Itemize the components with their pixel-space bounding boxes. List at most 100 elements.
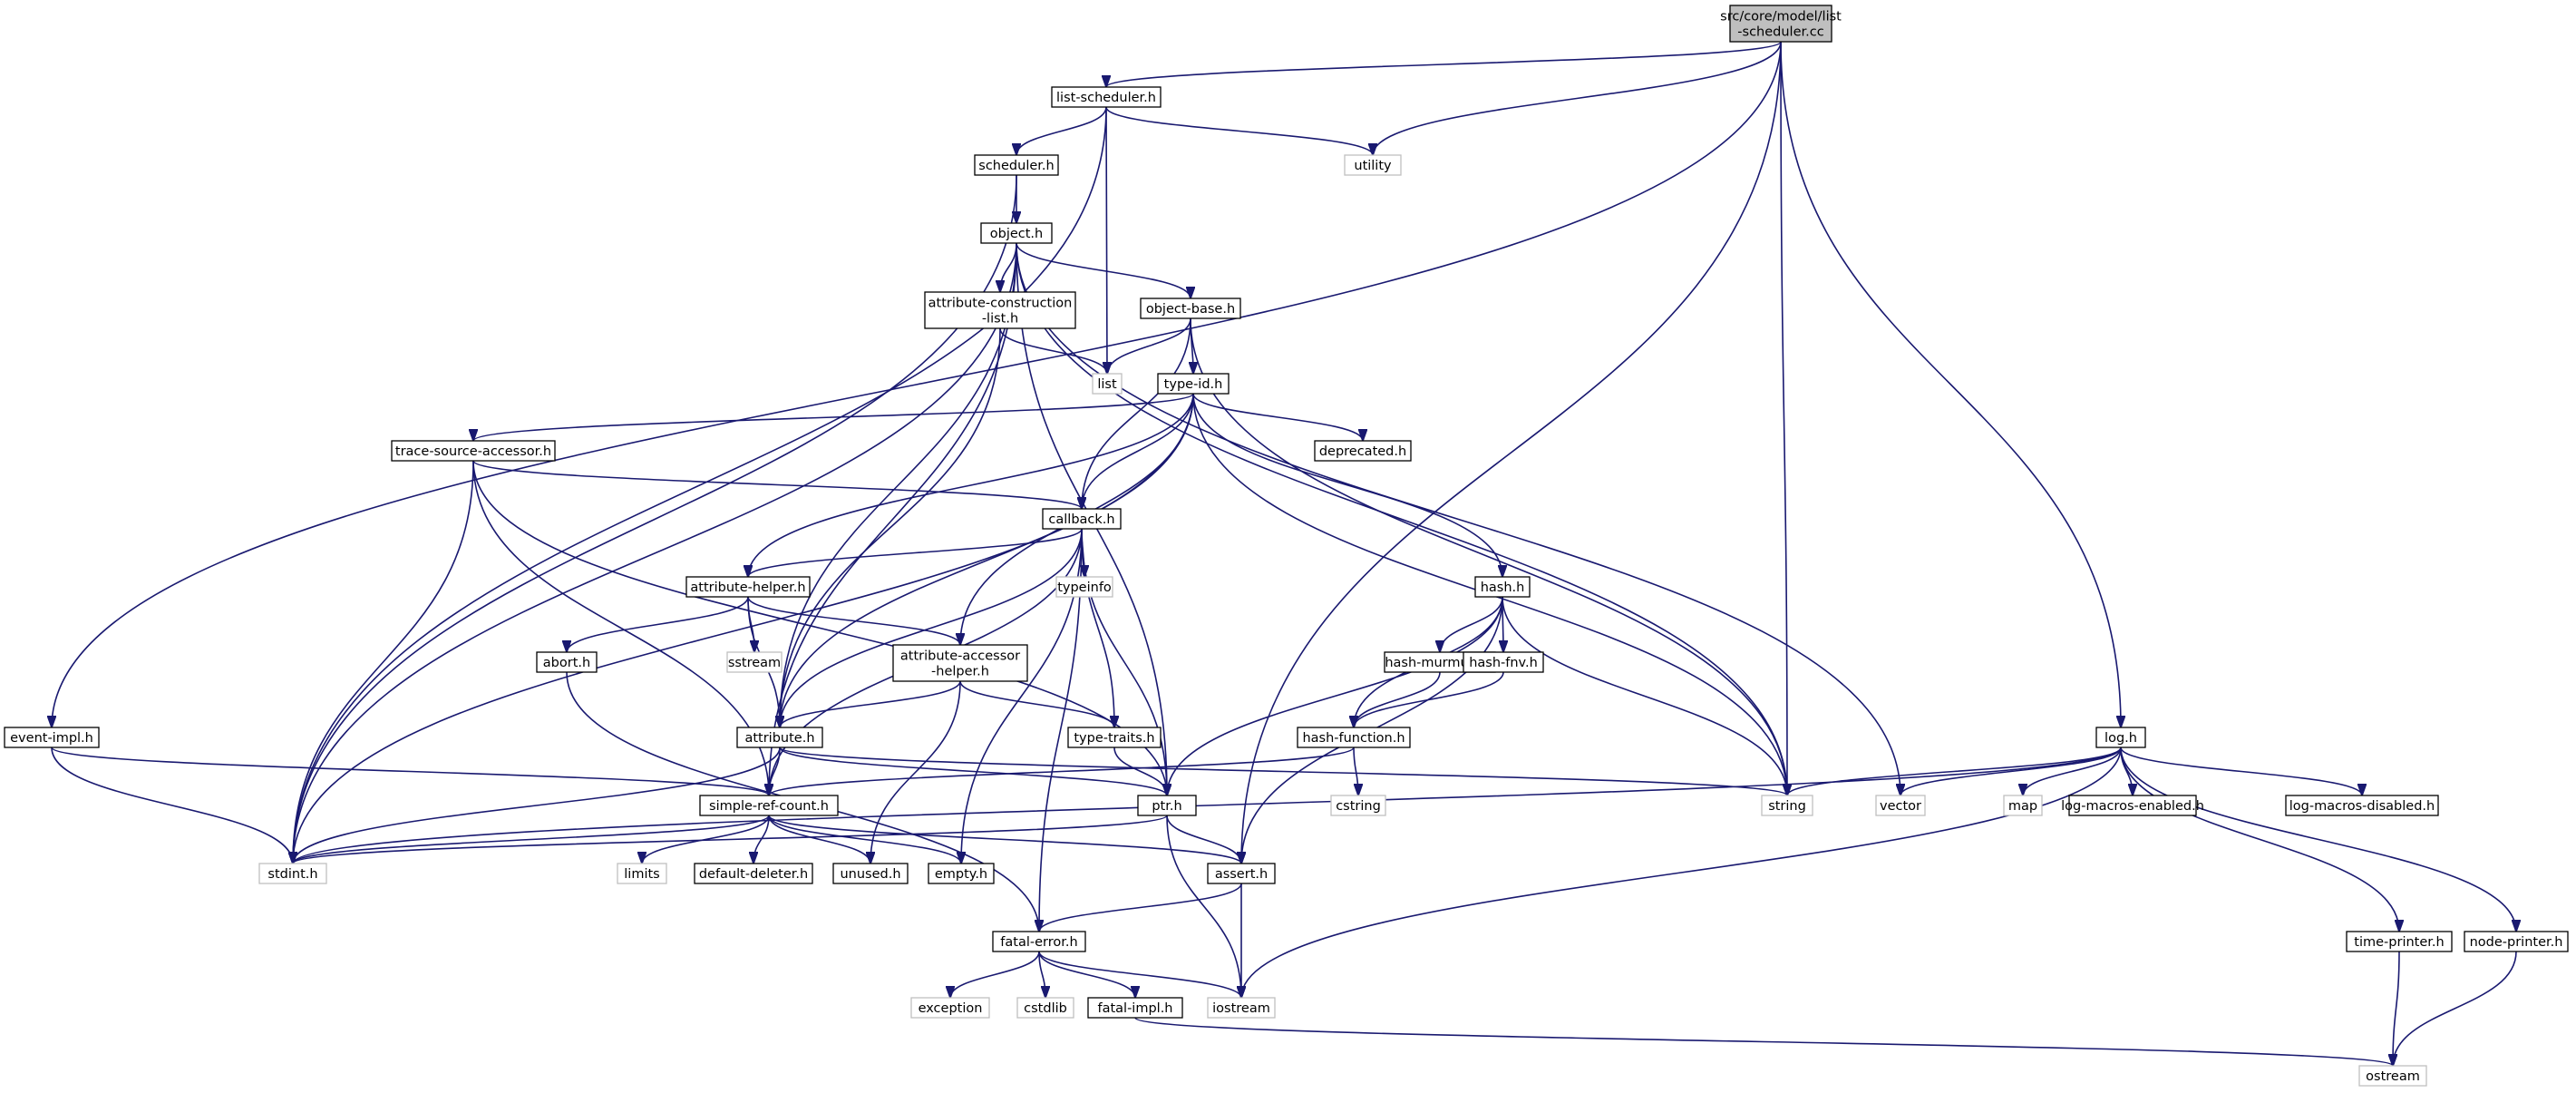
edge-list_scheduler_h-to-scheduler_h [1016, 106, 1107, 155]
node-node-printer-h[interactable]: node-printer.h [2464, 931, 2569, 952]
node-label: cstring [1336, 799, 1381, 814]
edge-hash_function_h-to-cstring [1353, 747, 1358, 795]
dependency-edges [51, 41, 2516, 1066]
node-ostream: ostream [2358, 1065, 2427, 1087]
node-label: iostream [1212, 1001, 1270, 1016]
node-label: object.h [990, 227, 1043, 241]
node-attr-construction-list-h[interactable]: attribute-construction-list.h [924, 291, 1076, 329]
node-iostream: iostream [1207, 997, 1276, 1019]
node-hash-h[interactable]: hash.h [1474, 576, 1531, 598]
node-label: object-base.h [1146, 302, 1235, 317]
edge-object_h-to-object_base_h [1016, 242, 1191, 298]
edge-root-to-utility [1373, 41, 1782, 155]
edge-object_h-to-string [1016, 242, 1787, 795]
node-box [1051, 86, 1162, 108]
node-fatal-impl-h[interactable]: fatal-impl.h [1087, 997, 1183, 1019]
node-label: cstdlib [1024, 1001, 1067, 1016]
edge-type_id_h-to-trace_source_accessor_h [473, 393, 1194, 441]
edge-trace_source_accessor_h-to-callback_h [472, 460, 1082, 509]
node-hash-fnv-h[interactable]: hash-fnv.h [1463, 651, 1544, 673]
edge-hash_fnv_h-to-hash_function_h [1354, 671, 1504, 727]
node-box [1761, 795, 1813, 816]
edge-callback_h-to-attribute_helper_h [748, 528, 1083, 577]
edge-type_id_h-to-callback_h [1082, 393, 1194, 509]
node-box [1137, 795, 1197, 816]
node-box [685, 576, 811, 598]
edge-ptr_h-to-assert_h [1166, 815, 1241, 864]
node-fatal-error-h[interactable]: fatal-error.h [992, 931, 1086, 952]
node-type-traits-h[interactable]: type-traits.h [1067, 727, 1162, 748]
edge-attribute_h-to-string [779, 747, 1787, 795]
edge-event_impl_h-to-simple_ref_count_h [51, 747, 769, 795]
node-label: -list.h [982, 312, 1018, 327]
node-log-macros-disabled-h[interactable]: log-macros-disabled.h [2285, 795, 2439, 816]
node-box [992, 931, 1086, 952]
node-object-base-h[interactable]: object-base.h [1140, 298, 1241, 319]
node-label: attribute-construction [928, 297, 1073, 311]
node-ptr-h[interactable]: ptr.h [1137, 795, 1197, 816]
edge-log_h-to-log_macros_disabled_h [2120, 747, 2362, 795]
edge-list_scheduler_h-to-utility [1105, 106, 1373, 155]
edge-simple_ref_count_h-to-unused_h [768, 815, 870, 864]
header-nodes: src/core/model/list-scheduler.cc list-sch… [4, 5, 2569, 1087]
node-box [1042, 508, 1122, 530]
node-box [736, 727, 823, 748]
node-callback-h[interactable]: callback.h [1042, 508, 1122, 530]
edge-simple_ref_count_h-to-assert_h [768, 815, 1241, 864]
node-box [258, 863, 327, 884]
node-label: hash.h [1481, 581, 1525, 595]
node-deprecated-h[interactable]: deprecated.h [1314, 440, 1412, 462]
edge-object_h-to-vector [1016, 242, 1900, 795]
node-label: time-printer.h [2354, 935, 2444, 950]
node-box [924, 291, 1076, 329]
node-root[interactable]: src/core/model/list-scheduler.cc [1720, 5, 1842, 43]
node-trace-source-accessor-h[interactable]: trace-source-accessor.h [391, 440, 556, 462]
node-label: event-impl.h [10, 731, 93, 746]
node-box [1729, 5, 1832, 43]
edge-attr_accessor_helper_h-to-attribute_h [780, 680, 961, 727]
node-label: stdint.h [267, 867, 317, 882]
node-stdint-h: stdint.h [258, 863, 327, 884]
node-log-macros-enabled-h[interactable]: log-macros-enabled.h [2061, 795, 2204, 816]
node-box [832, 863, 909, 884]
node-empty-h[interactable]: empty.h [928, 863, 995, 884]
node-box [1016, 997, 1074, 1019]
node-assert-h[interactable]: assert.h [1207, 863, 1276, 884]
edge-callback_h-to-ptr_h [1081, 528, 1167, 795]
node-limits: limits [617, 863, 667, 884]
node-attribute-h[interactable]: attribute.h [736, 727, 823, 748]
node-label: sstream [728, 656, 781, 670]
node-object-h[interactable]: object.h [980, 222, 1053, 244]
node-attr-accessor-helper-h[interactable]: attribute-accessor-helper.h [892, 644, 1028, 682]
node-label: unused.h [840, 867, 900, 882]
edge-root-to-string [1780, 41, 1787, 795]
node-hash-function-h[interactable]: hash-function.h [1297, 727, 1411, 748]
node-utility: utility [1344, 154, 1402, 176]
edge-attribute_helper_h-to-abort_h [567, 596, 749, 652]
node-abort-h[interactable]: abort.h [536, 651, 598, 673]
node-box [1297, 727, 1411, 748]
node-box [1474, 576, 1531, 598]
edge-ptr_h-to-stdint_h [293, 815, 1168, 864]
node-attribute-helper-h[interactable]: attribute-helper.h [685, 576, 811, 598]
node-scheduler-h[interactable]: scheduler.h [974, 154, 1059, 176]
edge-attribute_helper_h-to-attr_accessor_helper_h [747, 596, 960, 645]
edge-attr_accessor_helper_h-to-type_traits_h [959, 680, 1114, 727]
node-time-printer-h[interactable]: time-printer.h [2346, 931, 2453, 952]
node-label: typeinfo [1057, 581, 1112, 595]
node-unused-h[interactable]: unused.h [832, 863, 909, 884]
node-type-id-h[interactable]: type-id.h [1157, 373, 1230, 395]
node-box [1087, 997, 1183, 1019]
node-event-impl-h[interactable]: event-impl.h [4, 727, 100, 748]
node-cstdlib: cstdlib [1016, 997, 1074, 1019]
node-vector: vector [1875, 795, 1926, 816]
node-simple-ref-count-h[interactable]: simple-ref-count.h [699, 795, 839, 816]
node-default-deleter-h[interactable]: default-deleter.h [694, 863, 813, 884]
node-box [1330, 795, 1386, 816]
edge-attr_construction_list_h-to-list [999, 327, 1107, 374]
node-log-h[interactable]: log.h [2095, 727, 2146, 748]
node-label: attribute-accessor [900, 649, 1020, 664]
node-list-scheduler-h[interactable]: list-scheduler.h [1051, 86, 1162, 108]
node-label: deprecated.h [1319, 444, 1406, 459]
node-label: default-deleter.h [699, 867, 808, 882]
